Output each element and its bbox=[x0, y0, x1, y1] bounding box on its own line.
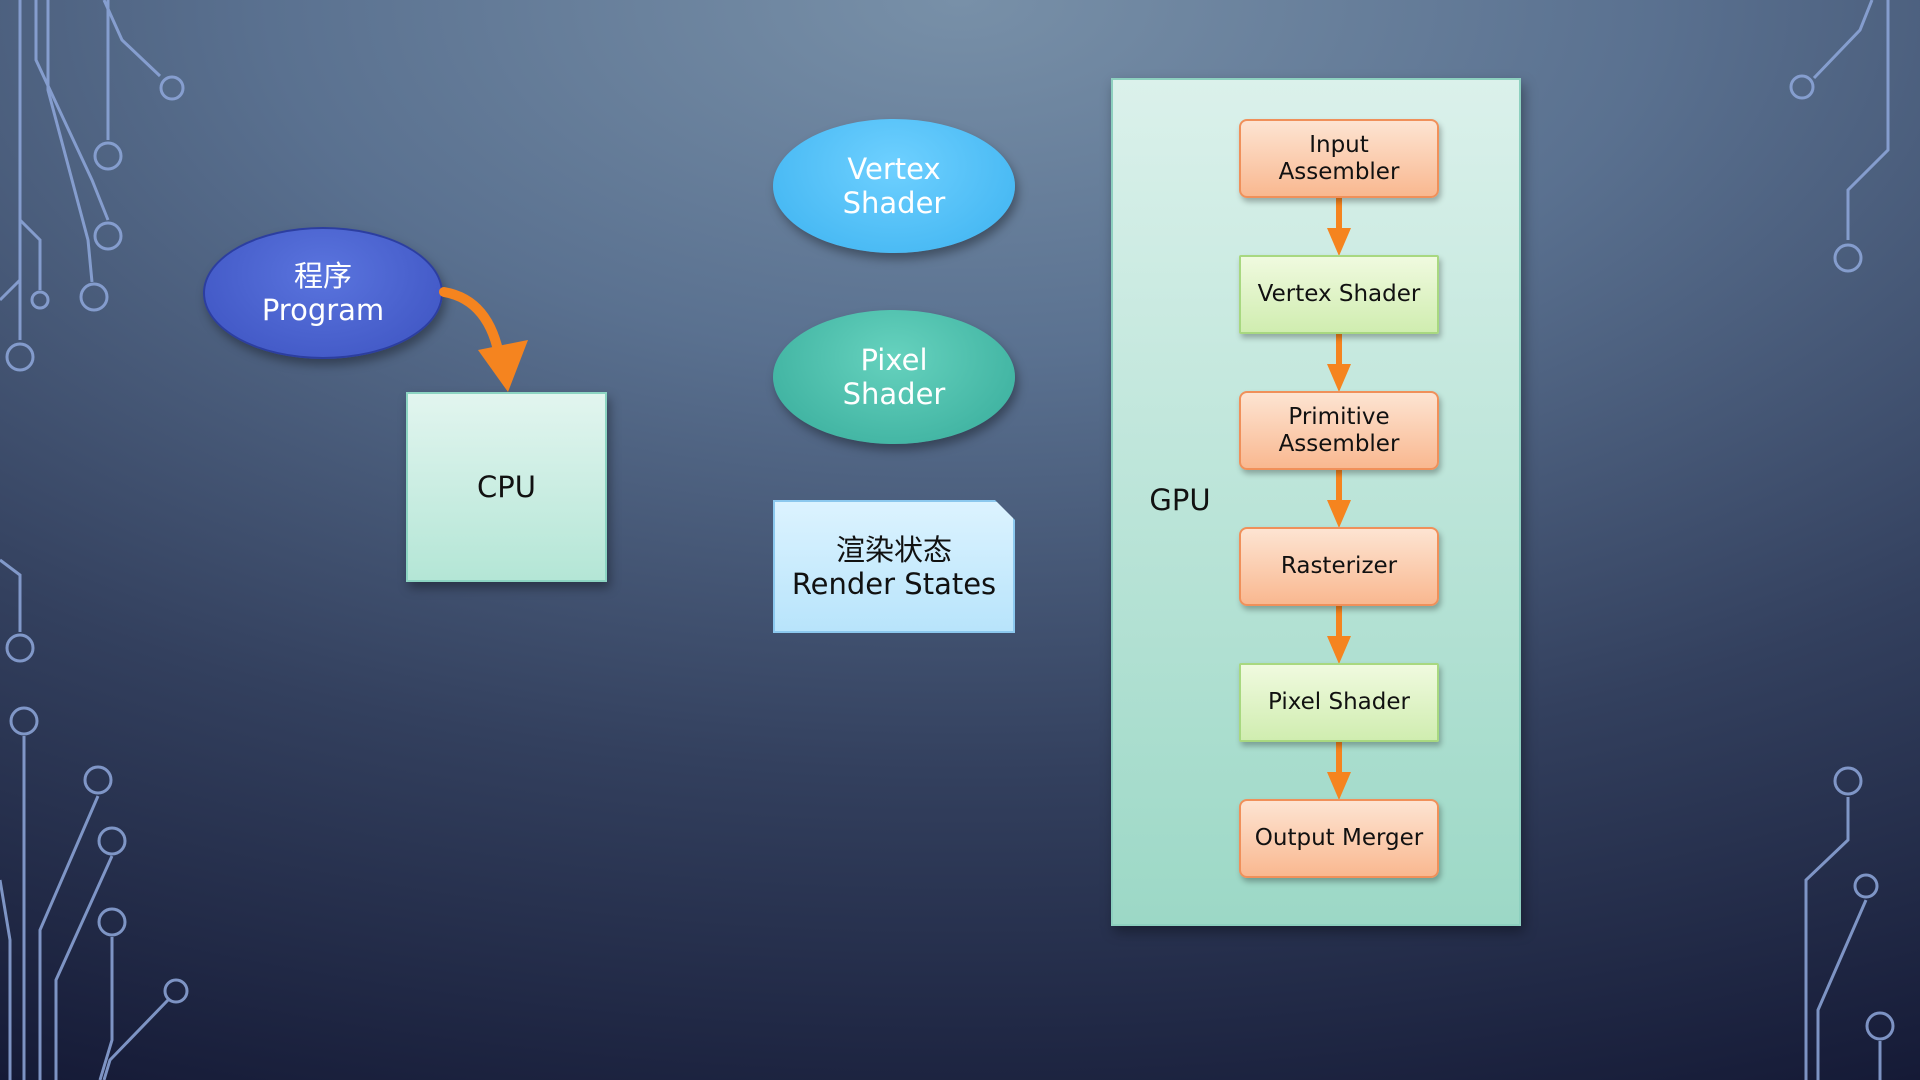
gpu-panel bbox=[1111, 78, 1521, 926]
stage-label: Input bbox=[1309, 131, 1369, 158]
stage-vertex-shader: Vertex Shader bbox=[1239, 255, 1439, 334]
stage-primitive-assembler: Primitive Assembler bbox=[1239, 391, 1439, 470]
stage-label: Output Merger bbox=[1254, 825, 1424, 851]
stage-output-merger: Output Merger bbox=[1239, 799, 1439, 878]
stage-input-assembler: Input Assembler bbox=[1239, 119, 1439, 198]
pixel-shader-label-1: Pixel bbox=[860, 343, 928, 377]
render-states-label-en: Render States bbox=[791, 566, 997, 601]
render-states-card: 渲染状态 Render States bbox=[773, 500, 1015, 633]
stage-label: Vertex Shader bbox=[1257, 281, 1421, 307]
stage-rasterizer: Rasterizer bbox=[1239, 527, 1439, 606]
stage-pixel-shader: Pixel Shader bbox=[1239, 663, 1439, 742]
stage-label: Rasterizer bbox=[1280, 553, 1398, 579]
pixel-shader-label-2: Shader bbox=[842, 377, 946, 411]
cpu-label: CPU bbox=[477, 470, 536, 504]
program-label-cn: 程序 bbox=[293, 259, 352, 293]
stage-label: Assembler bbox=[1278, 158, 1400, 185]
vertex-shader-node: Vertex Shader bbox=[773, 119, 1015, 253]
stage-label: Assembler bbox=[1278, 430, 1400, 457]
pixel-shader-node: Pixel Shader bbox=[773, 310, 1015, 444]
gpu-label: GPU bbox=[1149, 483, 1211, 517]
program-label-en: Program bbox=[261, 293, 385, 327]
vertex-shader-label-2: Shader bbox=[842, 186, 946, 220]
program-node: 程序 Program bbox=[203, 227, 443, 359]
vertex-shader-label-1: Vertex bbox=[847, 152, 941, 186]
stage-label: Primitive bbox=[1288, 403, 1390, 430]
cpu-box: CPU bbox=[406, 392, 607, 582]
render-states-label-cn: 渲染状态 bbox=[835, 532, 952, 567]
stage-label: Pixel Shader bbox=[1268, 689, 1410, 715]
